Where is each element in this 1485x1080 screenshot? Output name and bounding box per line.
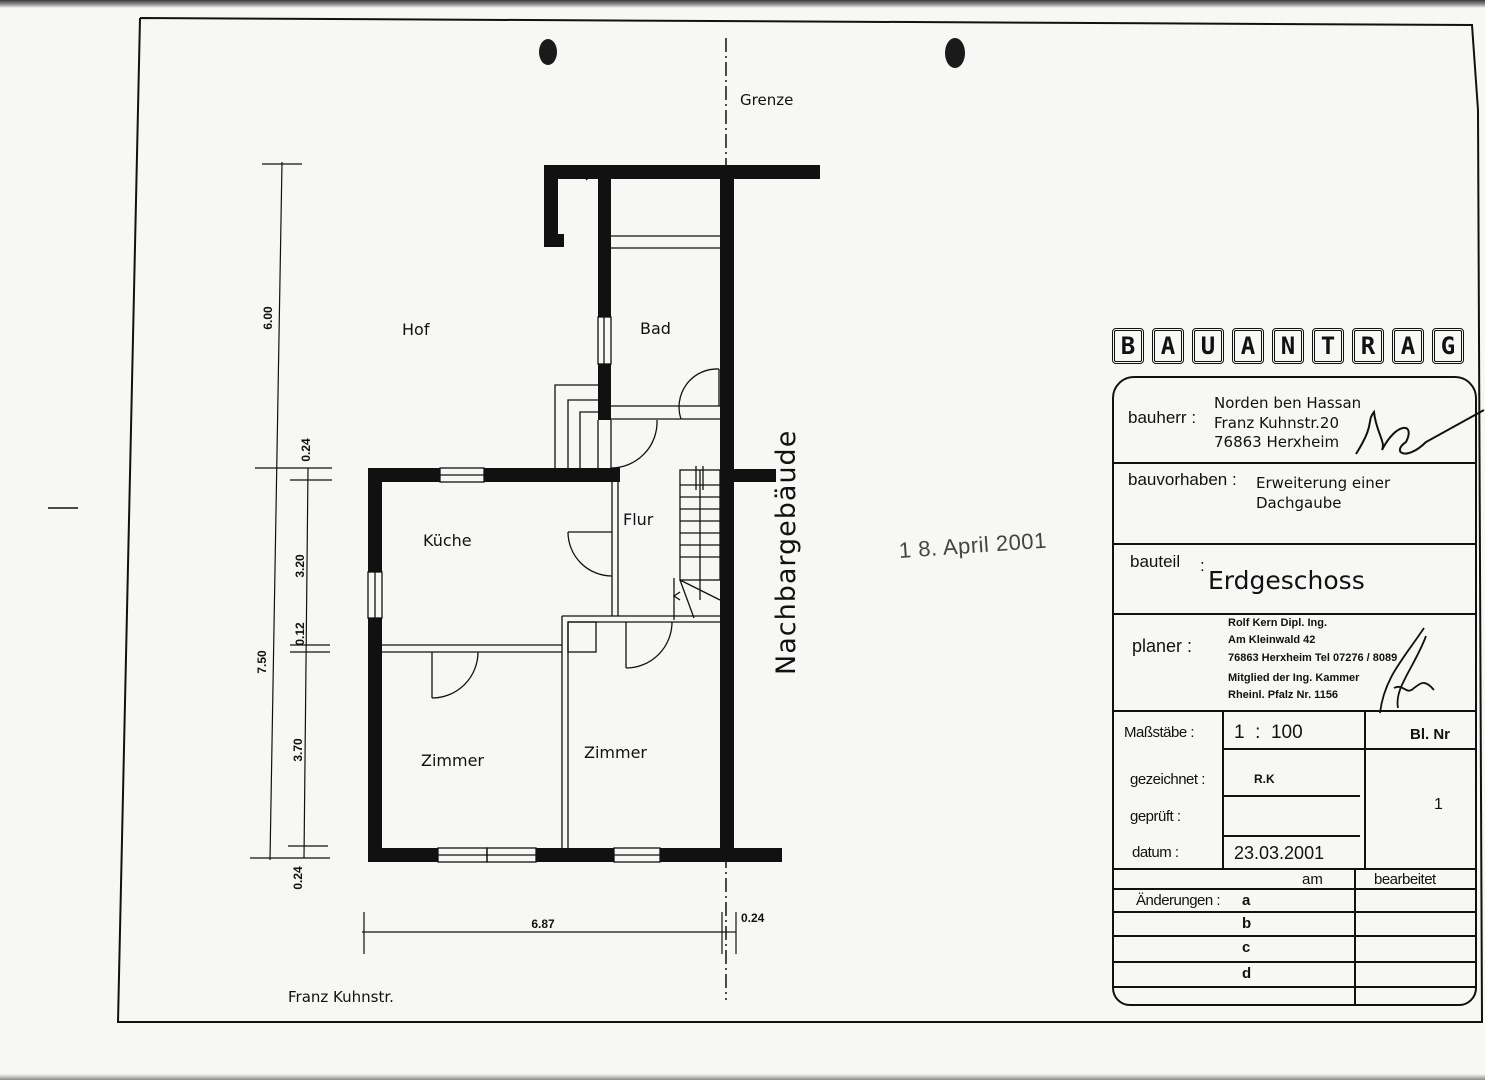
col-divider (1222, 710, 1224, 868)
gezeichnet-label: gezeichnet : (1130, 771, 1205, 788)
dim-3-70: 3.70 (291, 738, 305, 762)
planer-line3: 76863 Herxheim Tel 07276 / 8089 (1228, 652, 1398, 664)
title-letter: N (1272, 328, 1304, 364)
row-divider (1114, 613, 1475, 615)
row-divider (1114, 935, 1475, 937)
bauherr-city: 76863 Herxheim (1214, 433, 1340, 451)
title-letter: G (1432, 328, 1464, 364)
dim-0-24-bottom: 0.24 (291, 866, 305, 890)
title-bauantrag: B A U A N T R A G (1112, 328, 1464, 364)
dim-6-00: 6.00 (261, 306, 275, 330)
label-kueche: Küche (423, 531, 472, 550)
aenderungen-label: Änderungen : (1136, 892, 1221, 909)
row-divider (1114, 888, 1475, 890)
walls (368, 165, 820, 862)
datum-label: datum : (1132, 844, 1179, 861)
label-bad: Bad (640, 319, 671, 338)
row-divider (1114, 986, 1475, 988)
aenderung-row-c: c (1242, 939, 1251, 956)
row-divider (1114, 911, 1475, 913)
bauvorhaben-line1: Erweiterung einer (1256, 474, 1391, 492)
geprueft-label: geprüft : (1130, 808, 1181, 825)
dim-6-87: 6.87 (531, 917, 555, 931)
dim-0-12: 0.12 (293, 622, 307, 646)
aenderung-row-d: d (1242, 965, 1252, 982)
label-flur: Flur (623, 510, 654, 529)
aenderung-row-a: a (1242, 892, 1251, 909)
row-divider (1114, 868, 1475, 870)
punch-hole-right (945, 38, 965, 68)
row-divider (1222, 795, 1360, 797)
col-divider (1354, 868, 1356, 1006)
dim-0-24-horizontal: 0.24 (741, 911, 765, 925)
blatt-label: Bl. Nr (1410, 726, 1451, 743)
bauherr-signature (1355, 409, 1485, 455)
horizontal-dimensions (362, 912, 737, 954)
planer-line1: Rolf Kern Dipl. Ing. (1228, 617, 1327, 629)
bauteil-value: Erdgeschoss (1208, 566, 1365, 595)
bauherr-name: Norden ben Hassan (1214, 394, 1362, 412)
gezeichnet-value: R.K (1254, 772, 1275, 786)
dim-0-24-top: 0.24 (299, 438, 313, 462)
planer-line5: Rheinl. Pfalz Nr. 1156 (1228, 689, 1339, 701)
planer-line4: Mitglied der Ing. Kammer (1228, 672, 1360, 684)
massstaebe-label: Maßstäbe : (1124, 724, 1195, 741)
label-street: Franz Kuhnstr. (288, 988, 394, 1006)
dim-3-20: 3.20 (293, 554, 307, 578)
blatt-value: 1 (1434, 796, 1443, 813)
bauherr-street: Franz Kuhnstr.20 (1214, 414, 1339, 432)
row-divider (1222, 748, 1475, 750)
title-letter: A (1152, 328, 1184, 364)
title-letter: R (1352, 328, 1384, 364)
datum-value: 23.03.2001 (1234, 843, 1325, 863)
aenderung-row-b: b (1242, 915, 1252, 932)
row-divider (1114, 710, 1475, 712)
label-hof: Hof (402, 320, 430, 339)
planer-line2: Am Kleinwald 42 (1228, 634, 1316, 646)
aenderungen-header-am: am (1302, 871, 1323, 888)
label-zimmer-right: Zimmer (584, 743, 647, 762)
bauvorhaben-label: bauvorhaben : (1128, 470, 1237, 489)
label-zimmer-left: Zimmer (421, 751, 484, 770)
bauvorhaben-line2: Dachgaube (1256, 494, 1342, 512)
title-letter: A (1232, 328, 1264, 364)
punch-hole-left (539, 39, 557, 65)
windows (367, 316, 661, 863)
bauteil-label: bauteil (1130, 552, 1181, 571)
col-divider (1364, 710, 1366, 868)
massstaebe-value: 1 : 100 (1234, 722, 1303, 743)
planer-label: planer : (1132, 636, 1193, 656)
label-grenze: Grenze (740, 91, 793, 109)
vertical-dimensions (250, 161, 332, 861)
row-divider (1114, 462, 1475, 464)
scan-top-edge (0, 0, 1485, 8)
bauherr-label: bauherr : (1128, 408, 1197, 427)
row-divider (1114, 961, 1475, 963)
title-letter: A (1392, 328, 1424, 364)
label-nachbargebaeude: Nachbargebäude (771, 430, 802, 675)
title-block: bauherr : Norden ben Hassan Franz Kuhnst… (1112, 376, 1485, 1006)
title-letter: T (1312, 328, 1344, 364)
interior-lines (382, 169, 721, 848)
row-divider (1114, 543, 1475, 545)
scan-bottom-edge (0, 1074, 1485, 1080)
bauteil-colon: : (1200, 556, 1205, 575)
dim-7-50: 7.50 (255, 650, 269, 674)
title-letter: B (1112, 328, 1144, 364)
sheet-frame (116, 17, 1484, 1023)
planer-signature (1379, 627, 1435, 714)
row-divider (1222, 835, 1360, 837)
aenderungen-header-bearbeitet: bearbeitet (1374, 871, 1436, 888)
title-letter: U (1192, 328, 1224, 364)
